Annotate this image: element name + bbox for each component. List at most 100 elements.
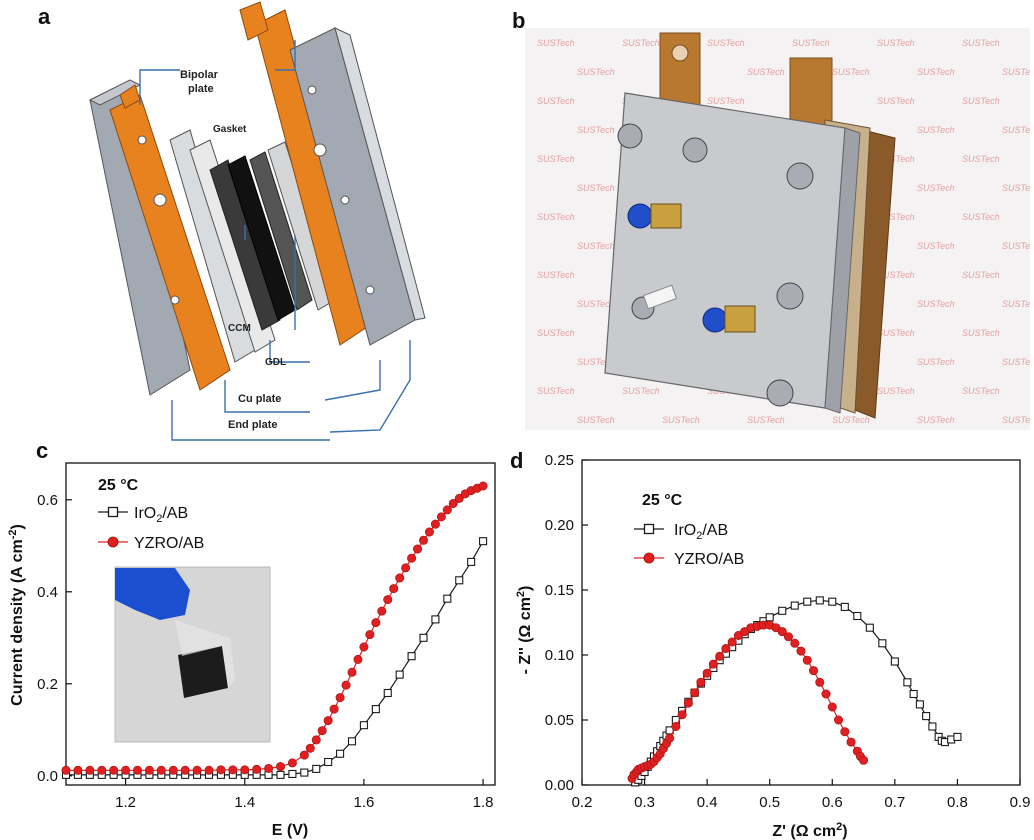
c-point-circle <box>61 765 71 775</box>
d-ytick-label: 0.25 <box>545 452 574 469</box>
watermark-text: SUSTech <box>537 96 575 106</box>
watermark-text: SUSTech <box>1002 357 1030 367</box>
watermark-text: SUSTech <box>1002 67 1030 77</box>
d-plot-frame <box>581 459 1021 786</box>
watermark-text: SUSTech <box>917 183 955 193</box>
c-xtick-label: 1.2 <box>115 794 136 811</box>
d-point-square <box>840 602 849 611</box>
d-point-circle <box>708 659 718 669</box>
d-legend-label-iro2: IrO <box>674 522 696 539</box>
c-point-circle <box>335 693 345 703</box>
watermark-text: SUSTech <box>962 38 1000 48</box>
watermark-text: SUSTech <box>962 154 1000 164</box>
watermark-text: SUSTech <box>877 270 915 280</box>
end-plate-label: End plate <box>228 419 278 431</box>
watermark-text: SUSTech <box>917 415 955 425</box>
c-point-circle <box>168 765 178 775</box>
d-point-circle <box>809 666 819 676</box>
c-ylabel: Current density (A cm-2) <box>7 524 26 706</box>
watermark-text: SUSTech <box>707 96 745 106</box>
c-xtick-label: 1.4 <box>234 794 255 811</box>
watermark-text: SUSTech <box>537 270 575 280</box>
c-point-circle <box>353 654 363 664</box>
ccm-label: CCM <box>228 323 251 334</box>
d-series-line-1 <box>631 624 865 779</box>
c-point-circle <box>264 763 274 773</box>
d-ytick-label: 0.00 <box>545 777 574 794</box>
c-point-circle <box>383 595 393 605</box>
d-xtick-label: 0.8 <box>947 794 968 811</box>
c-point-circle <box>317 726 327 736</box>
c-point-circle <box>389 584 399 594</box>
watermark-text: SUSTech <box>877 96 915 106</box>
c-point-circle <box>413 544 423 554</box>
d-xlabel: Z' (Ω cm2) <box>772 821 847 840</box>
d-point-square <box>922 712 931 721</box>
d-point-square <box>903 678 912 687</box>
d-annotation: 25 °C <box>642 492 683 509</box>
d-xtick-label: 0.3 <box>634 794 655 811</box>
d-point-square <box>778 606 787 615</box>
c-point-circle <box>287 758 297 768</box>
gasket-label: Gasket <box>213 124 247 135</box>
watermark-text: SUSTech <box>877 328 915 338</box>
watermark-text: SUSTech <box>577 67 615 77</box>
watermark-text: SUSTech <box>537 328 575 338</box>
watermark-text: SUSTech <box>577 241 615 251</box>
c-ytick-label: 0.4 <box>37 584 58 601</box>
d-point-circle <box>696 677 706 687</box>
electrolyzer-exploded-diagram: Bipolar plate Gasket CCM GDL Cu plate En… <box>88 1 426 441</box>
c-point-circle <box>240 765 250 775</box>
d-point-square <box>765 613 774 622</box>
c-point-circle <box>121 765 131 775</box>
c-point-square <box>419 633 428 642</box>
d-point-circle <box>834 715 844 725</box>
d-ytick-label: 0.05 <box>545 712 574 729</box>
d-xtick-label: 0.9 <box>1010 794 1031 811</box>
c-legend: IrO2/AB YZRO/AB <box>98 505 204 552</box>
c-legend-marker-square <box>107 506 119 518</box>
watermark-text: SUSTech <box>577 183 615 193</box>
c-ytick-label: 0.6 <box>37 492 58 509</box>
c-point-circle <box>204 765 214 775</box>
watermark-text: SUSTech <box>1002 415 1030 425</box>
watermark-text: SUSTech <box>622 386 660 396</box>
panel-label-d: d <box>510 448 524 473</box>
c-point-circle <box>228 765 238 775</box>
watermark-text: SUSTech <box>917 299 955 309</box>
d-point-square <box>878 639 887 648</box>
gdl-label: GDL <box>265 357 286 368</box>
c-point-circle <box>180 765 190 775</box>
d-point-circle <box>827 702 837 712</box>
watermark-text: SUSTech <box>962 212 1000 222</box>
c-point-circle <box>299 750 309 760</box>
c-point-circle <box>341 680 351 690</box>
watermark-text: SUSTech <box>537 38 575 48</box>
d-xtick-label: 0.2 <box>572 794 593 811</box>
c-point-square <box>371 705 380 714</box>
c-point-circle <box>347 667 357 677</box>
d-point-circle <box>815 677 825 687</box>
c-ytick-label: 0.2 <box>37 676 58 693</box>
c-point-square <box>431 615 440 624</box>
c-legend-label-sub: 2 <box>156 513 162 525</box>
c-point-circle <box>454 493 464 503</box>
d-point-square <box>803 597 812 606</box>
watermark-text: SUSTech <box>962 328 1000 338</box>
membrane-sample <box>178 646 228 698</box>
watermark-text: SUSTech <box>877 212 915 222</box>
panel-label-b: b <box>512 8 526 33</box>
d-point-circle <box>715 651 725 661</box>
watermark-text: SUSTech <box>577 357 615 367</box>
watermark-text: SUSTech <box>1002 241 1030 251</box>
d-legend-marker-circle <box>643 552 655 564</box>
d-point-circle <box>802 655 812 665</box>
watermark-text: SUSTech <box>832 67 870 77</box>
d-point-circle <box>777 627 787 637</box>
c-point-circle <box>311 735 321 745</box>
d-xtick-label: 0.6 <box>822 794 843 811</box>
c-plot-frame <box>65 462 496 786</box>
watermark-text: SUSTech <box>962 386 1000 396</box>
watermark-text: SUSTech <box>537 154 575 164</box>
d-point-square <box>815 596 824 605</box>
